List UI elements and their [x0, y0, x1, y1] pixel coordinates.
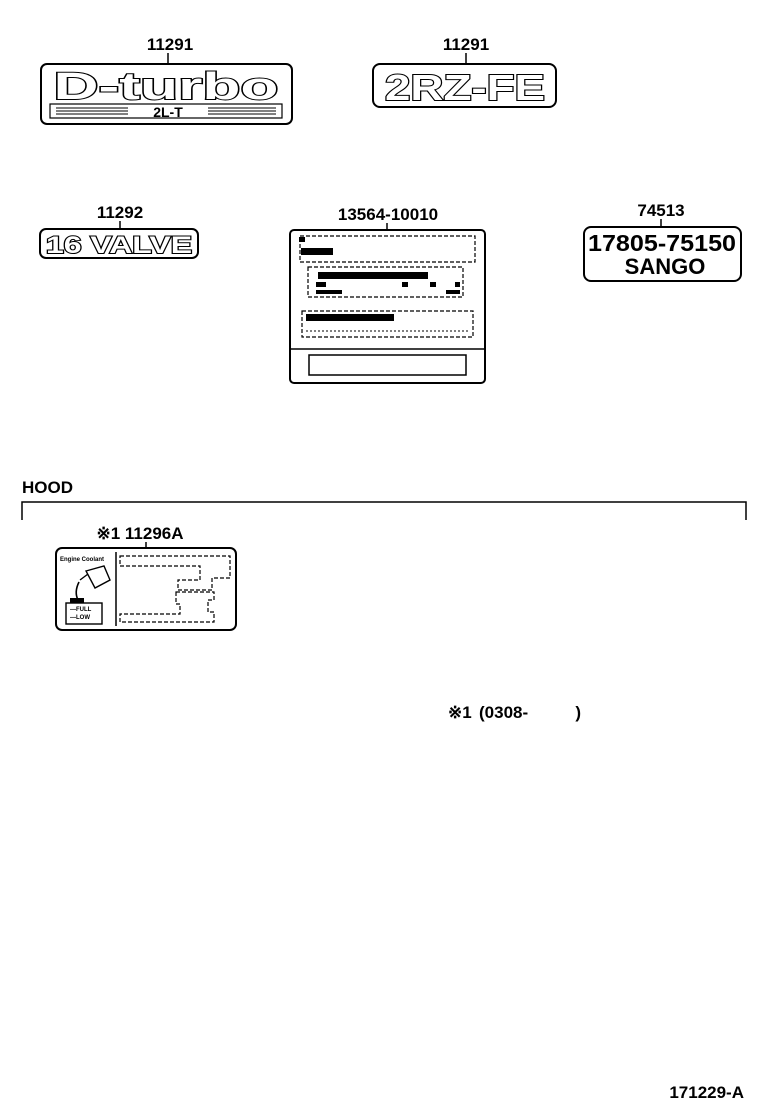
- info-label-cell-6: [446, 290, 460, 294]
- coolant-label-part[interactable]: ※1 11296A Engine Coolant —FULL —LOW: [55, 524, 237, 631]
- sango-line-2: SANGO: [625, 254, 706, 279]
- sango-label-outline: [583, 226, 742, 282]
- info-label-middle-heading: [318, 272, 428, 279]
- part-number-74513: 74513: [637, 201, 684, 220]
- info-label-top-block: [301, 248, 333, 255]
- info-label-middle-field: [307, 266, 464, 298]
- coolant-label-outline: [55, 547, 237, 631]
- dturbo-emblem-text: D-turbo: [54, 66, 279, 108]
- coolant-header: Engine Coolant: [60, 557, 104, 563]
- info-label-top-field: [299, 235, 476, 263]
- info-label-lower-field: [301, 310, 474, 338]
- rzfe-emblem-text: 2RZ-FE: [385, 67, 545, 108]
- coolant-reservoir-icon: [65, 602, 103, 625]
- rzfe-emblem-part[interactable]: 11291 2RZ-FE: [372, 35, 557, 109]
- hood-bracket: [21, 501, 747, 520]
- info-label-cell-4: [455, 282, 460, 287]
- info-label-corner-mark: [299, 237, 305, 242]
- rzfe-emblem-outline: [372, 63, 557, 108]
- valve-emblem-outline: [39, 228, 199, 259]
- part-number-11296a: ※1 11296A: [96, 524, 183, 543]
- sango-label-part[interactable]: 74513 17805-75150 SANGO: [583, 201, 742, 282]
- dturbo-emblem-outline: [40, 63, 293, 125]
- footnote: ※1 (0308- ): [448, 703, 581, 722]
- info-label-cell-1: [316, 282, 326, 287]
- footnote-range: (0308- ): [479, 703, 581, 722]
- coolant-pour-icon: [70, 565, 111, 604]
- dturbo-emblem-part[interactable]: 11291 D-turbo 2L-T: [40, 35, 293, 125]
- coolant-low-mark: —LOW: [70, 615, 90, 621]
- dturbo-sub-strip: [49, 103, 283, 119]
- part-number-11291-rzfe: 11291: [443, 35, 489, 54]
- part-number-11292: 11292: [97, 203, 143, 222]
- dturbo-sub-text: 2L-T: [153, 104, 183, 120]
- coolant-full-mark: —FULL: [70, 607, 92, 613]
- coolant-text-region-1: [119, 555, 231, 591]
- hood-label: HOOD: [22, 478, 73, 497]
- diagram-id: 171229-A: [669, 1083, 744, 1102]
- sango-line-1: 17805-75150: [588, 230, 736, 256]
- info-label-lower-heading: [306, 314, 394, 321]
- info-label-part[interactable]: 13564-10010: [289, 205, 486, 384]
- footnote-mark: ※1: [448, 703, 472, 722]
- info-label-cell-2: [402, 282, 408, 287]
- part-number-13564-10010: 13564-10010: [338, 205, 438, 224]
- info-label-cell-5: [316, 290, 342, 294]
- info-label-outline: [289, 229, 486, 384]
- info-label-bottom-field: [308, 354, 467, 376]
- coolant-text-region-2: [119, 591, 215, 623]
- valve-emblem-text: 16 VALVE: [46, 232, 192, 259]
- valve-emblem-part[interactable]: 11292 16 VALVE: [39, 203, 199, 260]
- part-number-11291-dturbo: 11291: [147, 35, 193, 54]
- hood-section: HOOD: [21, 478, 747, 520]
- info-label-cell-3: [430, 282, 436, 287]
